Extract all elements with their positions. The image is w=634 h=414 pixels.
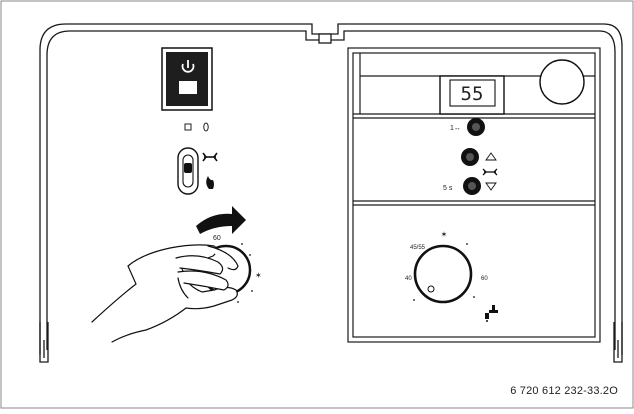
service-spanner-icon <box>482 168 498 176</box>
temperature-display: 55 <box>439 75 505 115</box>
tap-icon <box>485 305 498 322</box>
power-icon <box>181 60 195 73</box>
right-dial-ticks <box>413 243 475 301</box>
rotate-arrow-icon <box>196 206 246 234</box>
boiler-housing <box>39 23 623 363</box>
button-label-bottom: 5 s <box>443 185 453 192</box>
main-power-switch[interactable] <box>161 47 213 111</box>
hand-illustration <box>91 244 239 343</box>
button-label-top: 1↔ <box>450 125 461 132</box>
hot-water-temperature-dial[interactable] <box>413 244 473 304</box>
down-button[interactable] <box>463 177 481 195</box>
up-triangle-icon <box>485 152 497 161</box>
right-dial-label-right: 60 <box>481 276 488 282</box>
right-dial-label-upper-left: 45/55 <box>410 245 426 251</box>
power-state-indicators <box>184 122 209 132</box>
mode-slider-switch[interactable] <box>177 147 199 195</box>
chimney-sweep-button[interactable] <box>467 118 485 136</box>
up-button[interactable] <box>461 148 479 166</box>
status-indicator-window <box>539 59 585 105</box>
left-dial-label-right: ✶ <box>255 271 262 280</box>
right-dial-label-top: ✶ <box>441 230 448 239</box>
flame-icon <box>206 176 214 189</box>
right-dial-label-left: 40 <box>405 276 412 282</box>
left-dial-label-top: 60 <box>213 235 221 242</box>
display-readout: 55 <box>461 83 484 105</box>
spanner-icon <box>202 152 218 162</box>
down-triangle-icon <box>485 182 497 191</box>
figure-code: 6 720 612 232-33.2O <box>510 385 618 397</box>
